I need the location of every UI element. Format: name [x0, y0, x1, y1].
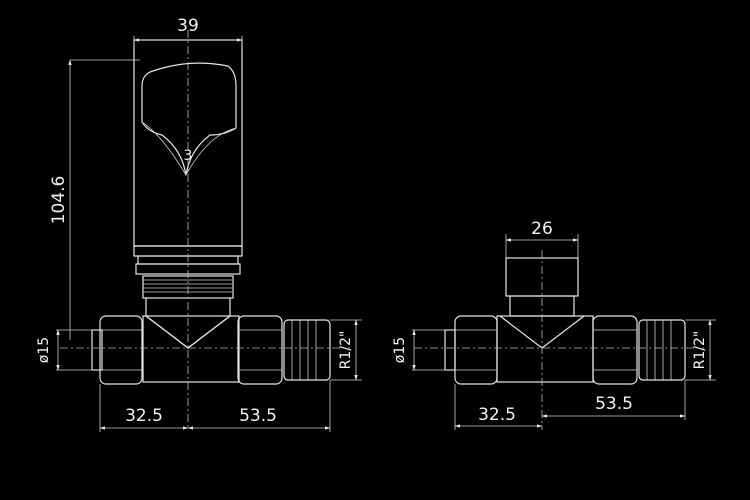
thread-label: R1/2"	[338, 331, 354, 370]
top-width-label: 39	[177, 16, 199, 36]
dim-cap-width: 26	[505, 219, 579, 258]
dim-lengths-right: 32.5 53.5	[454, 380, 686, 430]
dim-top-width: 39	[133, 16, 243, 46]
pipe-diameter-right-label: ø15	[392, 337, 408, 363]
dim-lengths: 32.5 53.5	[99, 380, 331, 432]
valve-body	[91, 298, 331, 385]
right-valve: 26 ø15 R1/2" 32.5 53.5	[392, 219, 716, 430]
right-length-label: 53.5	[239, 406, 277, 426]
valve-body-right	[444, 315, 686, 385]
height-label: 104.6	[49, 176, 69, 225]
left-length-right-label: 32.5	[478, 405, 516, 425]
dim-thread-right: R1/2"	[685, 319, 716, 381]
left-length-label: 32.5	[125, 406, 163, 426]
dim-height: 104.6	[49, 59, 140, 340]
left-valve: 3 39	[36, 16, 362, 432]
dim-thread: R1/2"	[330, 319, 362, 381]
head-number-label: 3	[184, 148, 193, 164]
right-length-right-label: 53.5	[595, 394, 633, 414]
thread-right-label: R1/2"	[692, 331, 708, 370]
dim-pipe-diameter: ø15	[36, 329, 100, 371]
pipe-diameter-label: ø15	[36, 337, 52, 363]
dim-pipe-diameter-right: ø15	[392, 329, 455, 371]
cap-width-label: 26	[531, 219, 553, 239]
